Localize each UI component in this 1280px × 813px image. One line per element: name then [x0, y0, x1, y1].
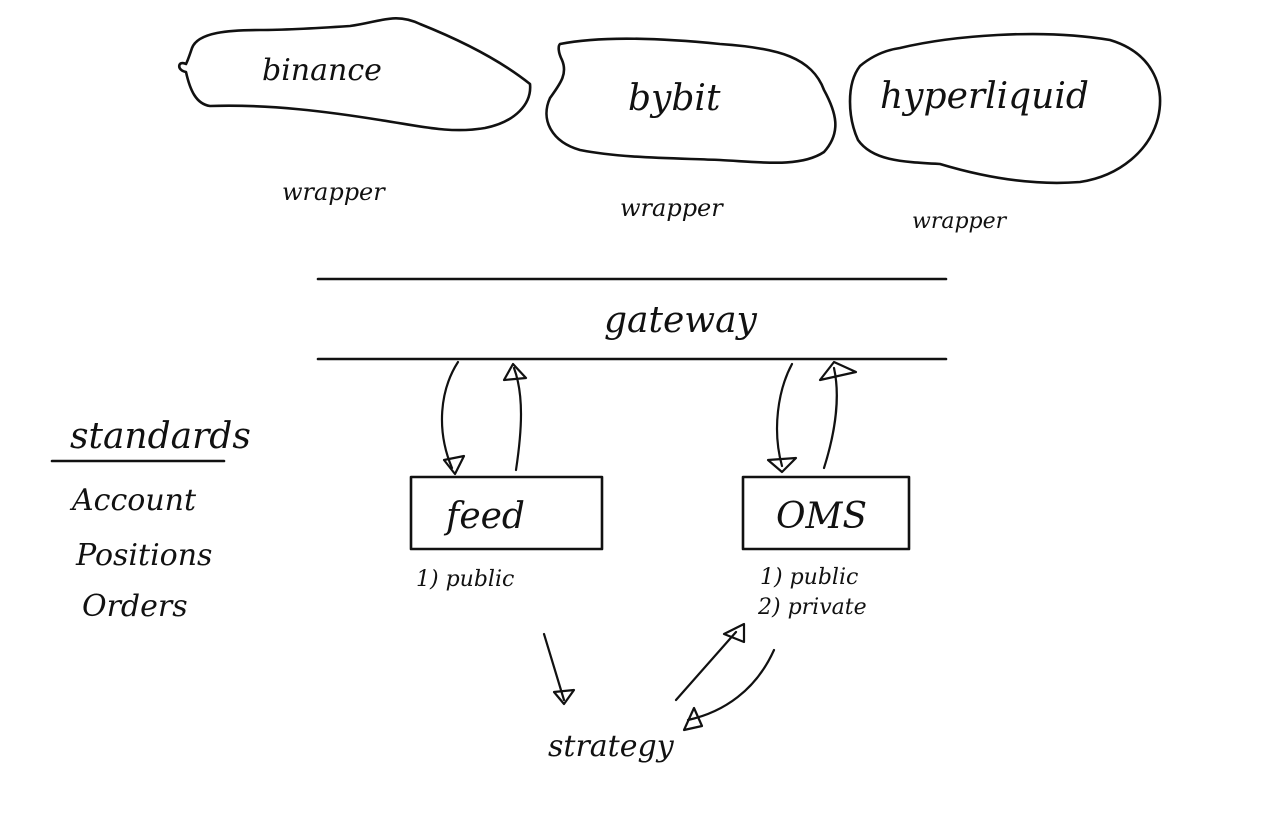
- oms-note-private: 2) private: [757, 595, 867, 620]
- feed-box: [409, 475, 604, 551]
- arrow-gateway-to-oms-head: [766, 456, 798, 474]
- arrow-gateway-to-feed-head: [442, 454, 466, 476]
- arrow-oms-to-strategy: [686, 648, 776, 722]
- gateway-label: gateway: [604, 300, 758, 341]
- arrow-strategy-to-oms: [674, 630, 738, 702]
- hyperliquid-wrapper-label: wrapper: [912, 209, 1008, 234]
- strategy-label: strategy: [548, 729, 675, 764]
- oms-box: [741, 475, 911, 551]
- gateway-band: gateway: [316, 277, 948, 361]
- arrow-strategy-to-oms-head: [722, 622, 746, 644]
- standards-panel: standards Account Positions Orders: [50, 416, 251, 624]
- bybit-wrapper-label: wrapper: [620, 194, 724, 222]
- arrow-feed-to-strategy-head: [552, 688, 576, 706]
- arrow-feed-to-gateway: [512, 366, 523, 472]
- feed-strategy-arrow: [542, 632, 576, 706]
- hyperliquid-label: hyperliquid: [880, 76, 1089, 117]
- arrow-feed-to-gateway-head: [502, 362, 528, 382]
- oms-component: OMS 1) public 2) private: [741, 475, 911, 620]
- bybit-label: bybit: [628, 78, 721, 119]
- oms-label: OMS: [776, 496, 867, 537]
- feed-label: feed: [443, 496, 525, 537]
- exchange-bybit: bybit wrapper: [545, 37, 837, 222]
- binance-wrapper-label: wrapper: [282, 178, 386, 206]
- strategy-oms-arrows: [674, 622, 776, 732]
- arrow-oms-to-gateway-head: [818, 360, 858, 382]
- arrow-gateway-to-oms: [775, 362, 794, 468]
- feed-note-public: 1) public: [416, 567, 514, 592]
- standards-title: standards: [70, 416, 251, 457]
- standards-item-account: Account: [69, 483, 197, 518]
- binance-label: binance: [262, 53, 382, 88]
- arrow-feed-to-strategy: [542, 632, 566, 702]
- standards-item-orders: Orders: [82, 589, 188, 624]
- oms-note-public: 1) public: [760, 565, 858, 590]
- exchange-hyperliquid: hyperliquid wrapper: [848, 32, 1162, 234]
- standards-item-positions: Positions: [75, 538, 212, 573]
- bybit-cloud-shape: [545, 37, 837, 165]
- oms-gateway-arrows: [766, 360, 858, 474]
- exchange-binance: binance wrapper: [177, 16, 532, 206]
- binance-cloud-shape: [177, 16, 532, 132]
- arrow-oms-to-strategy-head: [682, 706, 704, 732]
- arrow-gateway-to-feed: [440, 360, 460, 470]
- feed-component: feed 1) public: [409, 475, 604, 592]
- hyperliquid-cloud-shape: [848, 32, 1162, 185]
- arrow-oms-to-gateway: [822, 366, 838, 470]
- feed-gateway-arrows: [440, 360, 528, 476]
